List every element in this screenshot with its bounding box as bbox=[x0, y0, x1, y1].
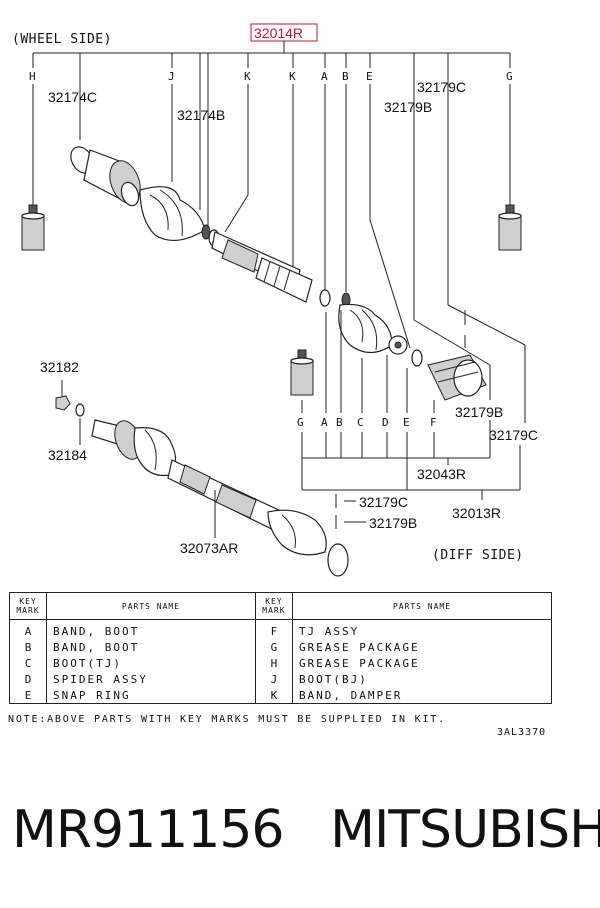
legend-header-name-2: PARTS NAME bbox=[291, 592, 553, 620]
exploded-diagram: (WHEEL SIDE) 32014R H J K K A B E G 3217… bbox=[12, 23, 538, 577]
label-32073AR[interactable]: 32073AR bbox=[180, 540, 238, 556]
key-H-top: H bbox=[29, 70, 36, 83]
key-B-bottom: B bbox=[336, 416, 343, 429]
legend-row: A BAND, BOOT F TJ ASSY bbox=[9, 619, 553, 639]
label-32174B[interactable]: 32174B bbox=[177, 107, 225, 123]
upper-driveshaft-illustration bbox=[70, 146, 487, 401]
footer-part-number: MR911156 bbox=[12, 800, 284, 860]
nut-icon bbox=[55, 395, 71, 411]
label-32184[interactable]: 32184 bbox=[48, 447, 87, 463]
label-32182[interactable]: 32182 bbox=[40, 359, 79, 375]
washer-icon bbox=[75, 403, 85, 417]
key-C-bottom: C bbox=[357, 416, 364, 429]
legend-row: C BOOT(TJ) H GREASE PACKAGE bbox=[9, 655, 553, 671]
label-32179B-bottom[interactable]: 32179B bbox=[369, 515, 417, 531]
key-B-top: B bbox=[342, 70, 349, 83]
main-part-number[interactable]: 32014R bbox=[254, 25, 303, 41]
key-E-top: E bbox=[366, 70, 373, 83]
key-G-bottom: G bbox=[297, 416, 304, 429]
key-A-top: A bbox=[321, 70, 328, 83]
wheel-side-label: (WHEEL SIDE) bbox=[12, 32, 112, 47]
lower-driveshaft-illustration bbox=[91, 419, 349, 577]
diagram-code: 3AL3370 bbox=[497, 727, 547, 738]
label-32179C-top[interactable]: 32179C bbox=[417, 79, 466, 95]
legend-header-name-1: PARTS NAME bbox=[46, 592, 256, 620]
label-32043R[interactable]: 32043R bbox=[417, 466, 466, 482]
key-E-bottom: E bbox=[403, 416, 410, 429]
label-32013R[interactable]: 32013R bbox=[452, 505, 501, 521]
key-F-bottom: F bbox=[430, 416, 437, 429]
grease-package-G-mid-icon bbox=[290, 349, 314, 396]
key-D-bottom: D bbox=[382, 416, 389, 429]
footer-title: MR911156 MITSUBISHI bbox=[12, 800, 600, 860]
key-K-top-2: K bbox=[289, 70, 296, 83]
label-32179B-top[interactable]: 32179B bbox=[384, 99, 432, 115]
legend-row: D SPIDER ASSY J BOOT(BJ) bbox=[9, 671, 553, 687]
diff-side-label: (DIFF SIDE) bbox=[432, 548, 524, 563]
label-32179C-right[interactable]: 32179C bbox=[489, 427, 538, 443]
key-G-top: G bbox=[506, 70, 513, 83]
grease-package-H-icon bbox=[21, 204, 45, 251]
footer-brand: MITSUBISHI bbox=[330, 800, 600, 860]
label-32179C-bottom[interactable]: 32179C bbox=[359, 494, 408, 510]
kit-note: NOTE:ABOVE PARTS WITH KEY MARKS MUST BE … bbox=[8, 714, 446, 725]
grease-package-G-icon bbox=[498, 204, 522, 251]
legend-row: B BAND, BOOT G GREASE PACKAGE bbox=[9, 639, 553, 655]
label-32179B-right[interactable]: 32179B bbox=[455, 404, 503, 420]
key-J-top: J bbox=[168, 70, 175, 83]
label-32174C[interactable]: 32174C bbox=[48, 89, 97, 105]
legend-row: E SNAP RING K BAND, DAMPER bbox=[9, 687, 553, 704]
key-K-top-1: K bbox=[244, 70, 251, 83]
key-A-bottom: A bbox=[321, 416, 328, 429]
